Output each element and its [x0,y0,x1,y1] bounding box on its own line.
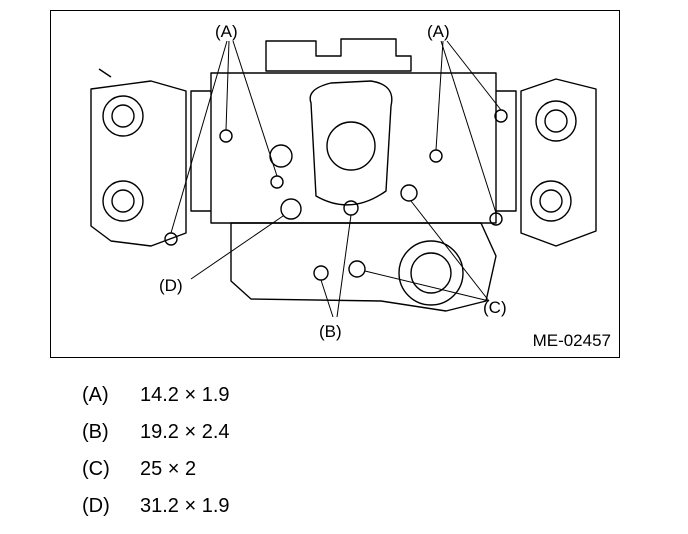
top-housing [265,38,412,72]
legend-value: 31.2 × 1.9 [140,495,230,517]
legend-key: (B) [82,421,109,443]
left-head-bore-upper [102,95,144,137]
o-ring-bore-right [400,184,418,202]
o-ring-a-1 [219,129,233,143]
callout-d: (D) [159,276,183,295]
leader-b-2 [336,214,352,318]
oil-pump-housing [230,222,497,312]
engine-block-drawing [90,38,597,318]
callout-b: (B) [319,322,342,341]
right-head-bore-upper-inner [544,109,568,133]
leader-a-left-3 [170,40,228,234]
right-cylinder-head [520,78,597,247]
o-ring-b-1 [343,200,359,216]
legend-value: 25 × 2 [140,458,197,480]
right-head-bore-lower-inner [539,189,563,213]
leader-lines [170,40,502,318]
left-head-bore-lower-inner [111,189,135,213]
right-block-edge [496,90,517,212]
o-ring-c [348,260,366,278]
legend-row-b: (B) 19.2 × 2.4 [82,421,382,458]
right-head-bore-lower [530,180,572,222]
legend: (A) 14.2 × 1.9 (B) 19.2 × 2.4 (C) 25 × 2… [82,384,382,532]
crank-bore [326,121,376,171]
left-cylinder-head [90,80,187,247]
left-pipe [98,68,112,78]
leader-a-right-1 [435,40,444,151]
leader-c-1 [410,200,490,302]
leader-c-2 [364,270,490,302]
right-head-bore-upper [535,100,577,142]
legend-value: 14.2 × 1.9 [140,384,230,406]
engine-diagram: (A) (A) (D) (B) (C) ME-02457 [50,10,620,358]
leader-d [190,215,284,280]
leader-a-left-2 [232,40,278,177]
callout-a-right: (A) [427,22,450,41]
o-ring-a-2 [270,175,284,189]
leader-a-right-2 [446,40,502,111]
left-head-bore-lower [102,180,144,222]
leader-a-right-3 [440,40,497,214]
o-ring-a-4 [429,149,443,163]
left-block-edge [190,90,211,212]
oil-pump-rotor-inner [410,252,452,294]
legend-value: 19.2 × 2.4 [140,421,230,443]
callout-c: (C) [483,298,507,317]
oil-pump-rotor [398,240,464,306]
o-ring-b-2 [313,265,329,281]
main-block [210,72,497,224]
leader-b-1 [320,279,334,318]
callout-a-left: (A) [215,22,238,41]
o-ring-d [280,198,302,220]
leader-a-left-1 [225,40,230,131]
legend-key: (C) [82,458,110,480]
front-cover [309,80,393,206]
left-head-bore-upper-inner [111,104,135,128]
o-ring-a-5 [494,109,508,123]
legend-row-d: (D) 31.2 × 1.9 [82,495,382,532]
legend-key: (A) [82,384,109,406]
legend-key: (D) [82,495,110,517]
legend-row-a: (A) 14.2 × 1.9 [82,384,382,421]
figure-code: ME-02457 [532,331,611,350]
legend-row-c: (C) 25 × 2 [82,458,382,495]
